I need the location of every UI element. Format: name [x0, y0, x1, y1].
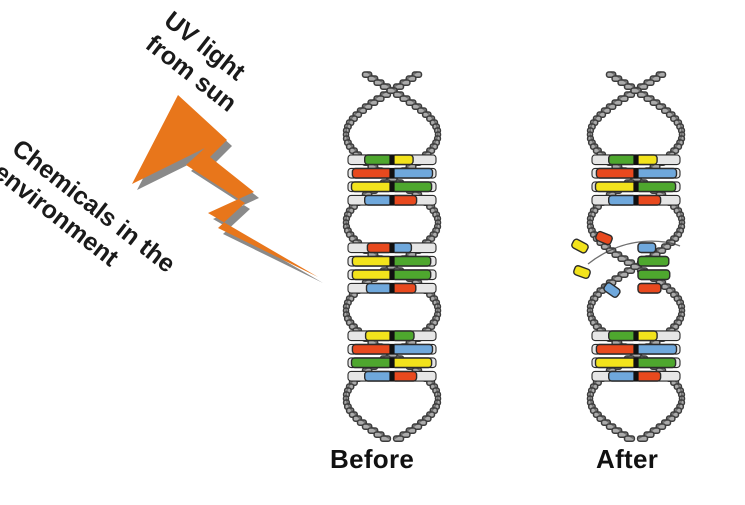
loose-yellow-1 [571, 238, 589, 254]
backbone-strand-a-after [589, 71, 683, 439]
rung-center-node [633, 330, 639, 341]
base-left-0 [364, 154, 393, 166]
rung-center-node [633, 195, 639, 206]
dna-helix-after [571, 71, 686, 442]
rung-center-node [633, 344, 639, 355]
base-left-1 [351, 343, 393, 355]
loose-yellow-2 [573, 265, 591, 280]
base-stub-2 [637, 269, 671, 281]
rung-center-node [633, 371, 639, 382]
loose-blue-1 [603, 282, 621, 298]
caption-after: After [596, 444, 659, 474]
base-left-3 [364, 370, 393, 382]
base-left-0 [366, 242, 393, 254]
base-left-1 [595, 343, 637, 355]
rung-group-before-middle-group [347, 242, 437, 294]
base-right-2 [391, 269, 432, 281]
base-left-3 [364, 194, 393, 206]
damage-gap-outline [587, 240, 681, 265]
rung-center-node [389, 344, 395, 355]
base-right-3 [391, 194, 418, 206]
base-right-2 [391, 357, 433, 369]
rung-center-node [389, 330, 395, 341]
base-left-0 [608, 154, 637, 166]
base-right-3 [635, 194, 662, 206]
rung-center-node [389, 154, 395, 165]
rung-center-node [389, 181, 395, 192]
base-left-2 [594, 181, 637, 193]
base-right-0 [391, 330, 415, 342]
base-right-2 [391, 181, 433, 193]
base-right-0 [635, 154, 658, 166]
backbone-strand-a-before [345, 71, 439, 439]
base-left-3 [365, 282, 393, 294]
rung-center-node [389, 357, 395, 368]
base-left-2 [350, 357, 393, 369]
rung-group-after-damaged-group [571, 230, 681, 298]
base-left-2 [594, 357, 637, 369]
base-left-0 [608, 330, 637, 342]
base-right-1 [635, 167, 678, 179]
base-right-3 [635, 370, 662, 382]
rung-center-node [389, 256, 395, 267]
rung-center-node [389, 168, 395, 179]
lightning-bolt-shape [132, 95, 318, 277]
rung-center-node [633, 154, 639, 165]
base-right-2 [635, 357, 677, 369]
base-right-0 [391, 242, 413, 254]
base-left-2 [350, 181, 393, 193]
base-stub-0 [637, 242, 657, 254]
base-left-1 [351, 255, 393, 267]
rung-center-node [389, 283, 395, 294]
rung-center-node [633, 168, 639, 179]
rung-group-after-top-group [591, 154, 681, 206]
rung-center-node [389, 371, 395, 382]
base-right-0 [391, 154, 414, 166]
lightning-bolt-icon [132, 95, 323, 283]
base-stub-3 [637, 282, 662, 294]
base-right-1 [391, 255, 432, 267]
base-left-3 [608, 194, 637, 206]
rung-group-after-bottom-group [591, 330, 681, 382]
base-right-0 [635, 330, 658, 342]
caption-before: Before [330, 444, 415, 474]
base-right-1 [391, 167, 434, 179]
rung-group-before-bottom-group [347, 330, 437, 382]
loose-orange-1 [595, 230, 613, 246]
backbone-strand-b-before [345, 71, 439, 439]
base-right-3 [391, 282, 417, 294]
rung-center-node [389, 195, 395, 206]
rung-center-node [633, 357, 639, 368]
base-stub-1 [637, 255, 670, 267]
rung-group-before-top-group [347, 154, 437, 206]
dna-helices [342, 71, 686, 442]
rung-center-node [633, 181, 639, 192]
base-left-1 [595, 167, 637, 179]
base-left-3 [608, 370, 637, 382]
base-right-1 [391, 343, 434, 355]
base-right-1 [635, 343, 678, 355]
base-left-1 [351, 167, 393, 179]
base-right-3 [391, 370, 418, 382]
base-right-2 [635, 181, 677, 193]
base-left-0 [364, 330, 393, 342]
base-left-2 [351, 269, 393, 281]
rung-center-node [389, 242, 395, 253]
backbone-strand-b-after [589, 71, 683, 439]
dna-helix-before [342, 71, 442, 442]
rung-center-node [389, 269, 395, 280]
